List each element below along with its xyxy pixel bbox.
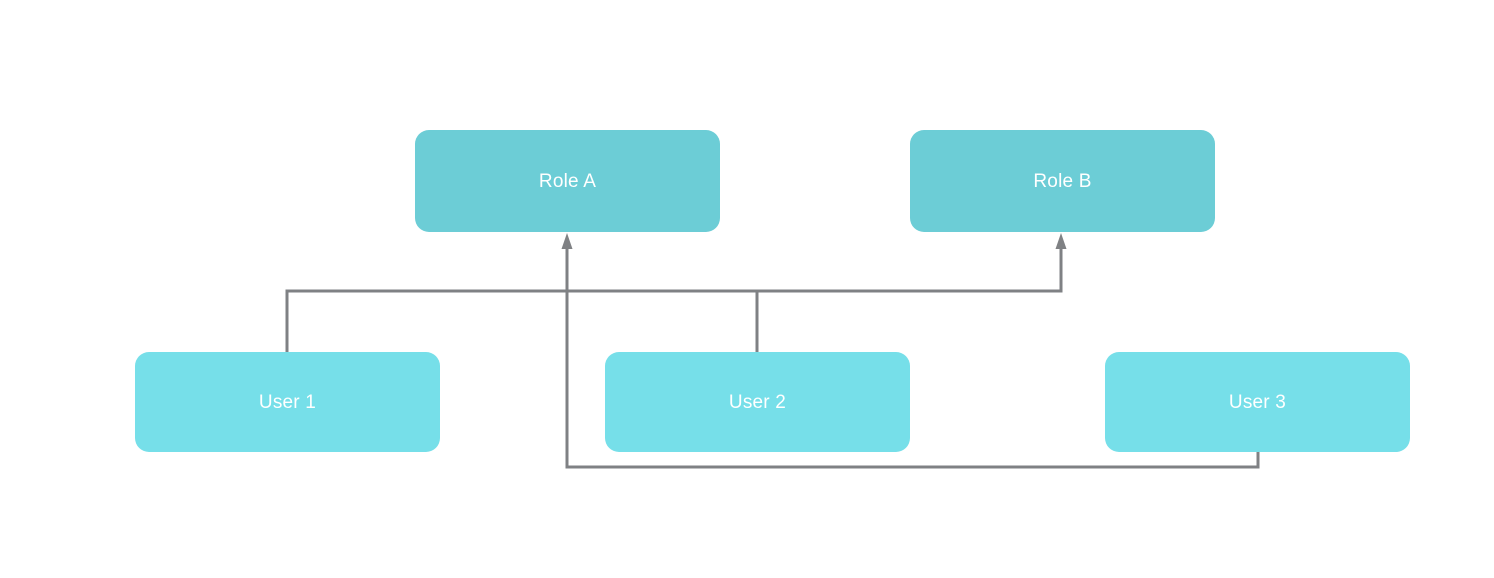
node-label-user-2: User 2 [728, 391, 787, 413]
connector-user-3-to-role-a [565, 245, 1260, 469]
arrow-heads [561, 233, 1067, 249]
edge-paths [285, 245, 1260, 469]
node-role-b[interactable]: Role B [910, 130, 1215, 232]
node-label-user-3: User 3 [1228, 391, 1287, 413]
node-label-role-a: Role A [538, 170, 597, 192]
node-user-3[interactable]: User 3 [1105, 352, 1410, 452]
connector-user-2-to-role-b [755, 245, 1063, 352]
node-user-2[interactable]: User 2 [605, 352, 910, 452]
node-role-a[interactable]: Role A [415, 130, 720, 232]
node-label-user-1: User 1 [258, 391, 317, 413]
node-user-1[interactable]: User 1 [135, 352, 440, 452]
arrow-into-role-b [1055, 233, 1067, 249]
arrow-into-role-a [561, 233, 573, 249]
node-label-role-b: Role B [1033, 170, 1092, 192]
connector-user-1-to-role-b [285, 245, 1063, 352]
